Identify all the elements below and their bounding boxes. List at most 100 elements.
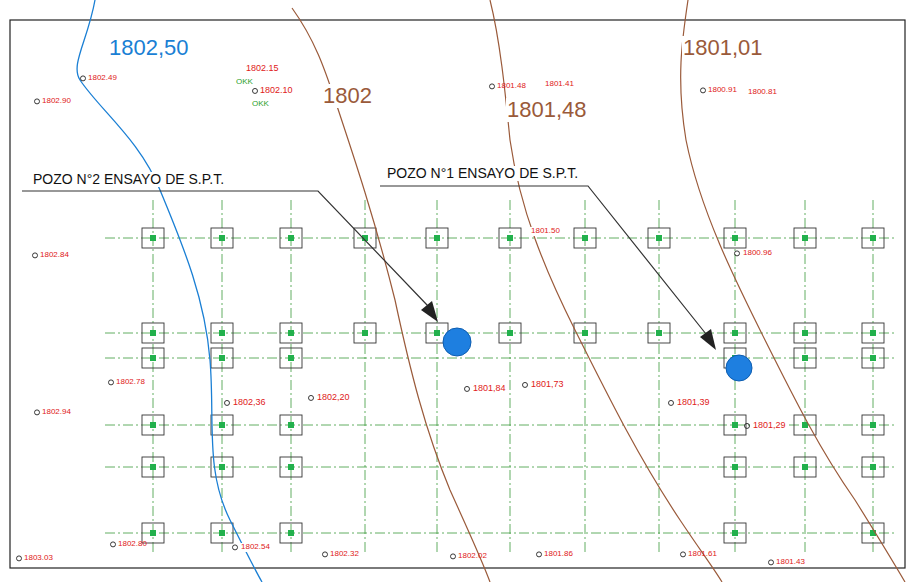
elevation-label: 1802.78: [116, 378, 145, 387]
survey-marker: [701, 88, 706, 93]
footing: [648, 228, 670, 248]
leader-line: [22, 191, 428, 306]
spt-well: [443, 328, 471, 356]
survey-marker: [81, 76, 86, 81]
elevation-label: 1802.02: [458, 552, 487, 561]
elevation-label: OKK: [252, 100, 269, 109]
column: [870, 464, 876, 470]
elevation-label: 1802,20: [316, 393, 351, 403]
footing: [862, 348, 884, 368]
elevation-label: 1802.84: [40, 251, 69, 260]
footing: [648, 323, 670, 343]
elevation-label: 1801,29: [752, 421, 787, 431]
footing: [211, 348, 233, 368]
column: [802, 330, 808, 336]
footing: [794, 457, 816, 477]
elevation-label: 1801.43: [776, 558, 805, 567]
column: [732, 330, 738, 336]
elevation-label: 1802.54: [240, 543, 271, 552]
elevation-label: OKK: [236, 78, 253, 87]
axis-line: [437, 200, 438, 552]
survey-marker: [17, 556, 22, 561]
column: [582, 235, 588, 241]
column: [150, 422, 156, 428]
elevation-label: 1803.03: [24, 554, 53, 563]
footing: [499, 323, 521, 343]
footing: [211, 523, 233, 543]
axis-line: [805, 200, 806, 552]
survey-marker: [523, 382, 528, 387]
column: [732, 530, 738, 536]
column: [150, 355, 156, 361]
elevation-label: 1802.90: [42, 97, 71, 106]
footing: [354, 228, 376, 248]
contour-label: 1801,01: [682, 36, 764, 60]
arrowhead: [700, 329, 716, 350]
callout-text: POZO N°1 ENSAYO DE S.P.T.: [386, 166, 579, 181]
elevation-label: 1802.10: [260, 86, 293, 96]
column: [870, 355, 876, 361]
footing: [794, 323, 816, 343]
elevation-label: 1802.94: [42, 408, 71, 417]
elevation-label: 1801,84: [472, 384, 507, 394]
column: [150, 464, 156, 470]
column: [288, 530, 294, 536]
footing: [211, 415, 233, 435]
axis-line: [585, 200, 586, 552]
footing: [574, 323, 596, 343]
footing: [499, 228, 521, 248]
column: [802, 464, 808, 470]
axis-grid: [105, 200, 895, 552]
column: [219, 422, 225, 428]
footing: [426, 228, 448, 248]
column: [219, 235, 225, 241]
footing: [862, 415, 884, 435]
column: [732, 464, 738, 470]
footing: [862, 323, 884, 343]
footing: [724, 415, 746, 435]
survey-marker: [490, 84, 495, 89]
column: [150, 330, 156, 336]
column: [434, 235, 440, 241]
column: [362, 330, 368, 336]
spt-well: [726, 355, 752, 381]
footing: [142, 415, 164, 435]
footing: [211, 228, 233, 248]
survey-marker: [233, 545, 238, 550]
contour-line: [77, 0, 262, 582]
footing: [794, 228, 816, 248]
column: [288, 235, 294, 241]
axis-line: [153, 200, 154, 552]
contour-label: 1801,48: [506, 98, 588, 122]
axis-line: [659, 200, 660, 552]
footing: [280, 323, 302, 343]
elevation-label: 1800.96: [742, 249, 773, 258]
survey-marker: [735, 251, 740, 256]
footing: [280, 415, 302, 435]
contour-label: 1802,50: [108, 36, 190, 60]
column: [732, 235, 738, 241]
footing: [574, 228, 596, 248]
elevation-label: 1801.50: [530, 227, 561, 236]
column: [802, 235, 808, 241]
callout-text: POZO N°2 ENSAYO DE S.P.T.: [32, 172, 225, 187]
footing: [280, 228, 302, 248]
column: [288, 464, 294, 470]
survey-marker: [681, 552, 686, 557]
footing: [724, 523, 746, 543]
axis-line: [873, 200, 874, 552]
arrowhead: [421, 301, 438, 322]
survey-marker: [35, 99, 40, 104]
survey-marker: [111, 542, 116, 547]
column: [870, 330, 876, 336]
elevation-label: 1800.91: [708, 86, 737, 95]
survey-marker: [323, 552, 328, 557]
survey-marker: [537, 552, 542, 557]
column: [219, 464, 225, 470]
contour-label: 1802: [322, 84, 373, 108]
footing: [280, 523, 302, 543]
survey-marker: [109, 380, 114, 385]
elevation-label: 1801,73: [530, 380, 565, 390]
elevation-label: 1800.81: [748, 88, 777, 97]
column: [150, 530, 156, 536]
